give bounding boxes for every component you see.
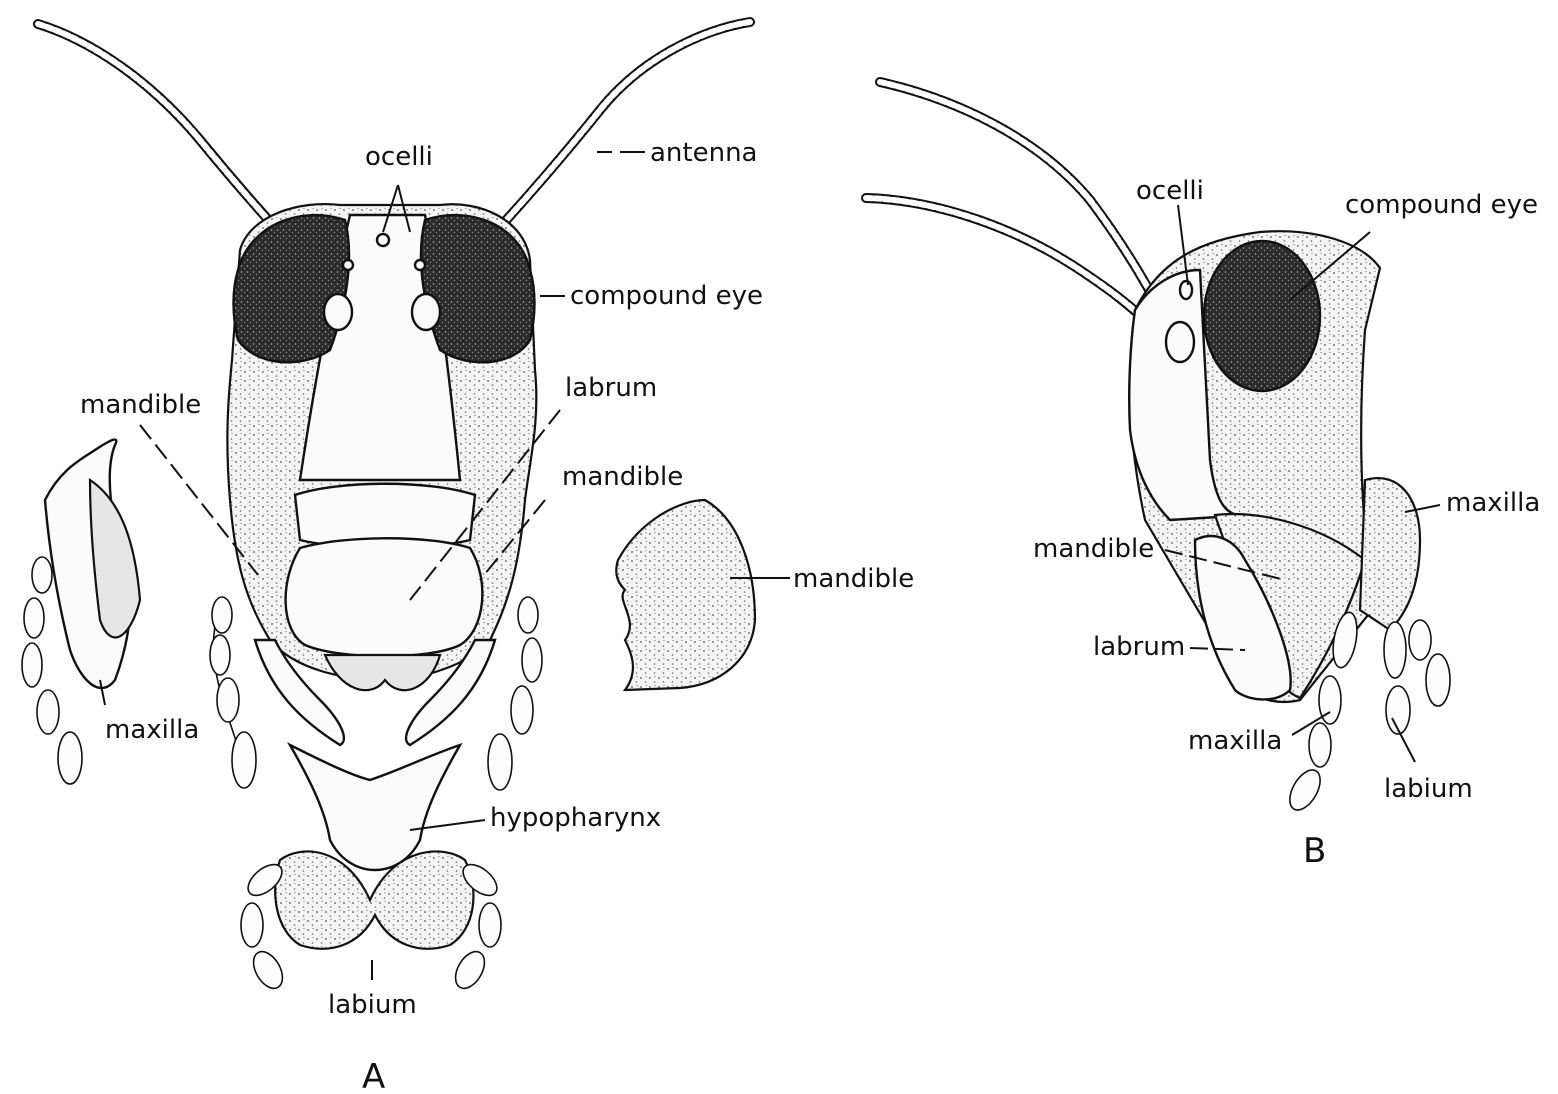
ocellus-side	[1180, 281, 1192, 299]
panel-b-side-view: ocelli compound eye maxilla mandible lab…	[866, 82, 1540, 871]
label-ocelli-b: ocelli	[1136, 176, 1204, 206]
panel-a-front-view: antenna ocelli compound eye mandible lab…	[22, 22, 914, 1094]
label-mandible-b: mandible	[1033, 534, 1154, 564]
label-maxilla-a: maxilla	[105, 715, 199, 745]
caption-panel-b: B	[1303, 831, 1326, 871]
label-labium-b: labium	[1384, 774, 1473, 804]
label-labrum-b: labrum	[1093, 632, 1185, 662]
antennal-socket-side	[1166, 322, 1194, 362]
label-compound-eye-b: compound eye	[1345, 190, 1538, 220]
antennae-side-drawing	[866, 82, 1165, 325]
label-ocelli-a: ocelli	[365, 142, 433, 172]
ocellus-median	[377, 234, 389, 246]
label-hypopharynx: hypopharynx	[490, 803, 661, 833]
detached-mandible-drawing	[616, 500, 755, 690]
label-labrum-a: labrum	[565, 373, 657, 403]
caption-panel-a: A	[362, 1057, 385, 1094]
label-antenna: antenna	[650, 138, 758, 168]
labrum-front	[286, 538, 483, 656]
label-mandible-detached-a: mandible	[793, 564, 914, 594]
compound-eye-side-drawing	[1204, 241, 1320, 391]
label-mandible-left-a: mandible	[80, 390, 201, 420]
mandible-tips	[325, 655, 440, 690]
ocellus-right	[415, 260, 425, 270]
label-labium-a: labium	[328, 990, 417, 1020]
label-compound-eye-a: compound eye	[570, 281, 763, 311]
label-maxilla-right-b: maxilla	[1446, 488, 1540, 518]
maxillary-palp-left-drawing	[210, 597, 256, 788]
antennal-socket-left	[324, 294, 352, 330]
ocellus-left	[343, 260, 353, 270]
label-maxilla-bottom-b: maxilla	[1188, 726, 1282, 756]
antennal-socket-right	[412, 294, 440, 330]
label-mandible-right-a: mandible	[562, 462, 683, 492]
